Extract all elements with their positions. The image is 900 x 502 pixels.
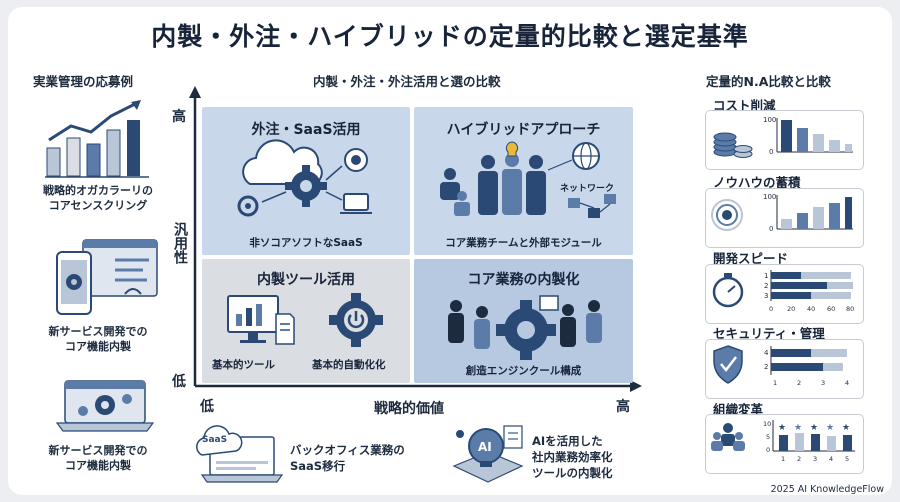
left-item-1-label: 戦略的オガカラーリのコアセンスクリング <box>43 184 153 212</box>
panel-cost-title: コスト削減 <box>713 98 776 113</box>
panel-knowhow-tick-top: 100 <box>763 193 776 201</box>
page-title: 内製・外注・ハイブリッドの定量的比較と選定基準 <box>151 22 749 51</box>
panel-speed-xtick-0: 0 <box>769 305 773 313</box>
growth-chart-icon <box>45 100 149 178</box>
panel-change-chart: 10 5 0 ★ ★ ★ ★ ★ 1 2 3 4 5 <box>711 420 855 463</box>
right-header: 定量的N.A比較と比較 <box>706 74 831 89</box>
left-item-2-label: 新サービス開発でのコア機能内製 <box>48 325 148 353</box>
left-item-3-label: 新サービス開発でのコア機能内製 <box>48 444 148 472</box>
panel-speed-title: 開発スピード <box>713 251 789 266</box>
mobile-dev-icon <box>56 239 158 315</box>
panel-security-xtick-4: 4 <box>845 379 849 387</box>
y-axis-high: 高 <box>172 109 186 125</box>
panel-security-xtick-2: 2 <box>797 379 801 387</box>
panel-speed-xtick-80: 80 <box>846 305 854 313</box>
matrix-axes <box>189 86 642 392</box>
quadrant-bl-caption-2: 基本的自動化化 <box>312 359 386 371</box>
y-axis-low: 低 <box>172 374 186 390</box>
panel-security-chart: 4 2 1 2 3 4 <box>713 345 849 387</box>
svg-text:★: ★ <box>842 423 850 433</box>
panel-knowhow-title: ノウハウの蓄積 <box>713 175 801 190</box>
ai-chip-icon <box>452 425 524 483</box>
quadrant-br-title: コア業務の内製化 <box>467 272 580 288</box>
panel-change-xtick-5: 5 <box>845 455 849 463</box>
quadrant-bl-title: 内製ツール活用 <box>257 272 355 288</box>
laptop-gear-icon <box>55 380 155 432</box>
x-axis-high: 高 <box>616 399 630 415</box>
panel-change-xtick-4: 4 <box>829 455 833 463</box>
panel-change-xtick-3: 3 <box>813 455 817 463</box>
left-header: 実業管理の応募例 <box>33 74 134 89</box>
y-axis-label: 汎用性 <box>172 222 188 264</box>
panel-speed-row-1: 1 <box>764 272 768 280</box>
panel-change-xtick-2: 2 <box>797 455 801 463</box>
bottom-item-2-label: AIを活用した社内業務効率化ツールの内製化 <box>532 434 613 480</box>
panel-knowhow-tick-bottom: 0 <box>769 225 773 233</box>
panel-change-title: 組織変革 <box>713 402 764 417</box>
power-gear-icon <box>329 293 383 347</box>
network-label: ネットワーク <box>560 184 615 194</box>
panel-cost-tick-bottom: 0 <box>769 148 773 156</box>
quadrant-bl-caption-1: 基本的ツール <box>212 359 275 371</box>
panel-security-row-1: 4 <box>764 349 769 357</box>
panel-speed-xtick-40: 40 <box>807 305 815 313</box>
monitor-tools-icon <box>227 295 295 345</box>
quadrant-tl-caption: 非ソコアソフトなSaaS <box>249 237 363 249</box>
panel-security-xtick-3: 3 <box>821 379 825 387</box>
team-network-icon <box>440 141 616 218</box>
saas-laptop-icon <box>196 425 284 483</box>
quadrant-br-caption: 創造エンジンクール構成 <box>465 365 582 377</box>
panel-speed-row-3: 3 <box>764 292 768 300</box>
quadrant-tr-title: ハイブリッドアプローチ <box>446 122 601 138</box>
panel-speed-row-2: 2 <box>764 282 768 290</box>
panel-change-xtick-1: 1 <box>781 455 785 463</box>
quadrant-tr-caption: コア業務チームと外部モジュール <box>445 237 602 249</box>
panel-change-ytick-5: 5 <box>766 433 770 441</box>
cloud-gear-icon <box>237 139 372 217</box>
panel-knowhow-chart: 100 0 <box>711 193 853 233</box>
saas-badge: SaaS <box>202 435 228 445</box>
svg-text:★: ★ <box>778 423 786 433</box>
footer-credit: 2025 AI KnowledgeFlow <box>770 484 884 495</box>
panel-cost-chart: 100 0 <box>713 116 853 158</box>
panel-security-xtick-1: 1 <box>773 379 777 387</box>
svg-text:★: ★ <box>794 423 802 433</box>
quadrant-tl-title: 外注・SaaS活用 <box>251 122 361 138</box>
panel-change-ytick-0: 0 <box>766 446 770 454</box>
panel-change-ytick-10: 10 <box>763 420 771 428</box>
ai-badge: AI <box>478 440 492 454</box>
panel-speed-xtick-60: 60 <box>827 305 835 313</box>
svg-text:★: ★ <box>826 423 834 433</box>
x-axis-low: 低 <box>200 399 214 415</box>
svg-text:★: ★ <box>810 423 818 433</box>
panel-speed-chart: 1 2 3 0 20 40 60 80 <box>712 270 854 313</box>
x-axis-label: 戦略的価値 <box>374 401 444 417</box>
center-header: 内製・外注・外注活用と選の比較 <box>313 74 501 89</box>
panel-speed-xtick-20: 20 <box>787 305 795 313</box>
panel-security-row-2: 2 <box>764 363 768 371</box>
panel-cost-tick-top: 100 <box>763 116 776 124</box>
engineering-team-icon <box>448 295 602 360</box>
quadrant-hybrid <box>414 107 633 255</box>
panel-security-title: セキュリティ・管理 <box>713 326 825 341</box>
